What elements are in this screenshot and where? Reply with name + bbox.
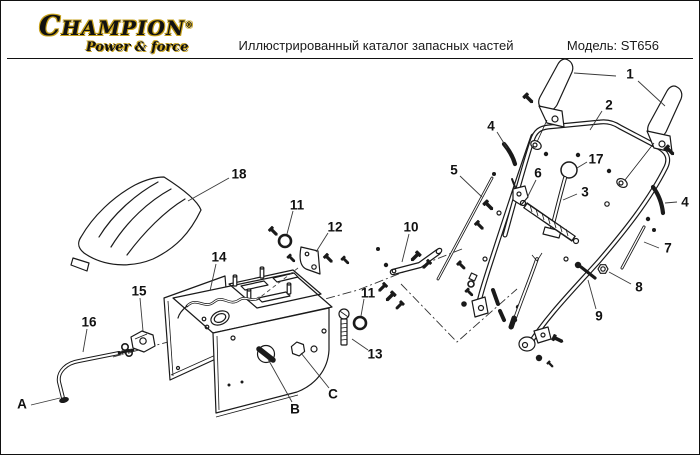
callout-15: 15 xyxy=(131,283,147,299)
brand-tagline: Power & force xyxy=(86,40,189,55)
hole-C xyxy=(290,341,306,357)
cable-part5 xyxy=(436,172,506,322)
header-divider xyxy=(7,58,693,59)
callout-17: 17 xyxy=(588,151,604,167)
bushing-ring-part11-lower xyxy=(340,255,368,331)
callout-5: 5 xyxy=(450,162,458,178)
callout-18: 18 xyxy=(231,166,247,182)
nut-part8 xyxy=(597,264,609,274)
callout-11b: 11 xyxy=(360,285,376,301)
callout-2: 2 xyxy=(605,97,613,113)
callout-10: 10 xyxy=(403,219,419,235)
rod-part7 xyxy=(620,225,646,270)
callout-12: 12 xyxy=(327,219,343,235)
cable-part4-left xyxy=(501,141,518,167)
registered-mark: ® xyxy=(185,19,194,30)
shift-knob-part17 xyxy=(560,161,578,179)
cable-part4-right xyxy=(650,184,666,216)
bolt-part9 xyxy=(574,261,597,280)
brand-logo: CHAMPION® Power & force xyxy=(39,11,194,55)
upper-handlebar-part2 xyxy=(455,119,671,369)
callout-C: C xyxy=(328,386,338,402)
pivot-bracket-part15 xyxy=(121,330,156,357)
callout-16: 16 xyxy=(81,314,97,330)
callout-leader-lines xyxy=(30,72,678,406)
callout-14: 14 xyxy=(211,249,227,265)
callout-1: 1 xyxy=(626,66,634,82)
callout-A: A xyxy=(17,396,27,412)
chute-deflector-part18 xyxy=(70,176,202,272)
callout-13: 13 xyxy=(367,346,383,362)
handle-lever-right-part1 xyxy=(624,85,683,181)
control-box-part14 xyxy=(163,266,333,418)
mount-bracket-part12 xyxy=(253,246,335,303)
spring-assembly-part6 xyxy=(508,178,580,330)
model-label: Модель: ST656 xyxy=(566,38,659,53)
callout-8: 8 xyxy=(635,279,643,295)
callout-4a: 4 xyxy=(487,118,495,134)
callout-4b: 4 xyxy=(681,194,689,210)
callout-3: 3 xyxy=(581,184,589,200)
brand-name: CHAMPION® xyxy=(39,11,194,42)
callout-7: 7 xyxy=(664,240,672,256)
catalog-title: Иллюстрированный каталог запасных частей xyxy=(238,38,514,53)
carriage-bolt-part13 xyxy=(338,308,350,346)
crank-rod-part16 xyxy=(56,348,135,403)
callout-9: 9 xyxy=(595,308,603,324)
bent-bracket-part10 xyxy=(376,247,443,312)
bushing-ring-part11-upper xyxy=(267,225,297,264)
callout-6: 6 xyxy=(534,165,542,181)
handle-lever-left-part1 xyxy=(522,58,574,143)
callout-B: B xyxy=(290,401,300,417)
callout-11a: 11 xyxy=(289,197,305,213)
